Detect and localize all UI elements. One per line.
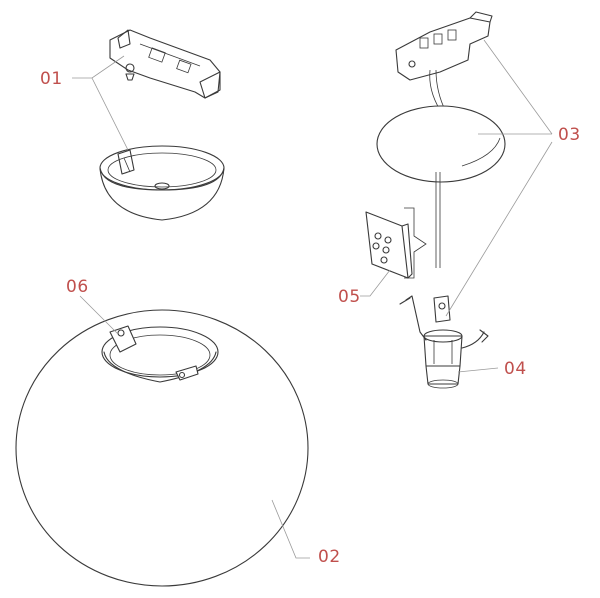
leader-03-socket [445, 141, 553, 317]
part-04-lamp-socket [399, 295, 489, 389]
part-01-mounting-bracket [109, 29, 221, 99]
leader-05 [360, 269, 391, 297]
callout-02: 02 [318, 547, 341, 567]
callout-06: 06 [66, 277, 89, 297]
callout-05: 05 [338, 287, 361, 307]
callout-04: 04 [504, 359, 527, 379]
part-03-top-bracket [395, 11, 493, 113]
leader-06 [79, 295, 119, 335]
part-01-canopy-cup [99, 145, 225, 221]
leader-01-cup [91, 77, 129, 151]
leader-02 [271, 499, 310, 559]
suspension-cable [435, 172, 441, 268]
leader-04 [457, 367, 499, 373]
callout-03: 03 [558, 125, 581, 145]
leader-lines [72, 39, 553, 559]
part-03-ceiling-disc [376, 105, 506, 183]
part-02-globe-shade [15, 309, 309, 587]
callout-01: 01 [40, 69, 63, 89]
part-05-connector-box [365, 207, 427, 279]
leader-03-bracket [483, 39, 553, 135]
